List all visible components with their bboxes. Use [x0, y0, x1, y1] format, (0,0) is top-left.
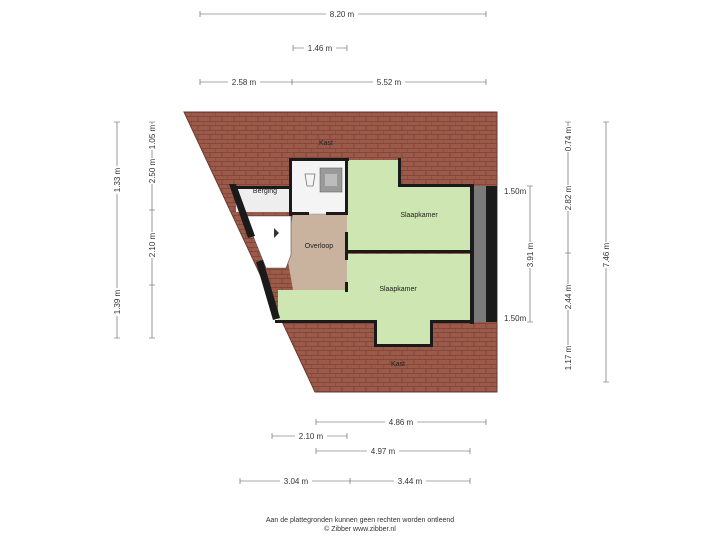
- label-kast-bottom: Kast: [391, 361, 405, 368]
- dim-label-backgrounds: [112, 9, 611, 486]
- label-berging: Berging: [253, 188, 277, 195]
- dim-window-top: 1.50m: [504, 187, 527, 196]
- dim-right-d: 1.17 m: [564, 345, 573, 370]
- dim-left-outer-bottom: 1.39 m: [113, 289, 122, 314]
- dim-top-total: 8.20 m: [330, 10, 355, 19]
- slaapkamer-1-floor: [347, 160, 474, 252]
- berging-floor: [236, 186, 291, 212]
- window-strip: [474, 186, 488, 322]
- footer-copyright: © Zibber www.zibber.nl: [324, 526, 396, 533]
- dim-window-bottom: 1.50m: [504, 314, 527, 323]
- footer-disclaimer: Aan de plattegronden kunnen geen rechten…: [265, 517, 455, 524]
- dim-right-total: 7.46 m: [602, 242, 611, 267]
- label-slaapkamer-1: Slaapkamer: [400, 212, 438, 219]
- label-kast-top: Kast: [319, 140, 333, 147]
- dim-right-a: 0.74 m: [564, 126, 573, 151]
- dim-bottom-1: 4.86 m: [389, 418, 414, 427]
- label-overloop: Overloop: [305, 243, 334, 250]
- window-frame: [486, 186, 497, 322]
- label-slaapkamer-2: Slaapkamer: [379, 286, 417, 293]
- dim-left-inner-2: 2.50 m: [148, 158, 157, 183]
- dim-right-c: 2.44 m: [564, 284, 573, 309]
- dim-left-inner-3: 2.10 m: [148, 232, 157, 257]
- dim-left-inner-1: 1.05 m: [148, 124, 157, 149]
- dim-top-small: 1.46 m: [308, 44, 333, 53]
- walls: [229, 158, 474, 347]
- dim-right-inner: 3.91 m: [526, 242, 535, 267]
- dim-right-b: 2.82 m: [564, 185, 573, 210]
- dim-bottom-2: 2.10 m: [299, 432, 324, 441]
- dim-bottom-right: 3.44 m: [398, 477, 423, 486]
- dim-top-left: 2.58 m: [232, 78, 257, 87]
- dim-bottom-left: 3.04 m: [284, 477, 309, 486]
- dim-bottom-3: 4.97 m: [371, 447, 396, 456]
- sink-icon: [304, 173, 316, 187]
- dim-left-outer-top: 1.33 m: [113, 167, 122, 192]
- stair: [244, 215, 292, 269]
- overloop-floor: [286, 214, 347, 290]
- slaapkamer-2-floor: [278, 254, 474, 345]
- dim-top-right: 5.52 m: [377, 78, 402, 87]
- appliance-detail: [325, 174, 337, 186]
- stair-arrow: [274, 228, 279, 238]
- dimension-labels: 8.20 m 1.46 m 2.58 m 5.52 m 1.33 m 1.39 …: [113, 10, 611, 486]
